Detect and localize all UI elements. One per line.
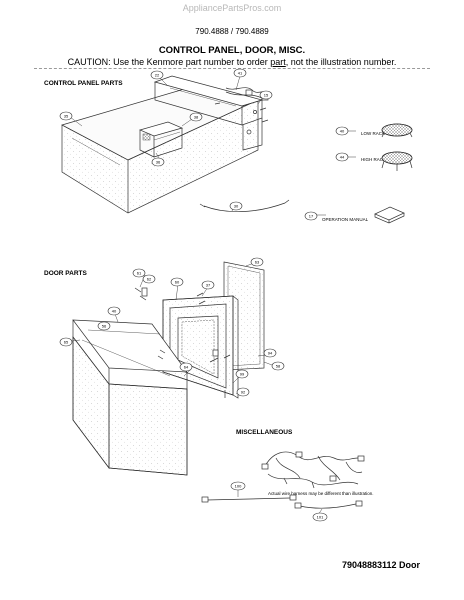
harness-note: Actual wire harness may be different tha… bbox=[268, 491, 374, 496]
callout-92: 92 bbox=[241, 390, 246, 395]
control-cable bbox=[199, 199, 290, 212]
callout-22: 22 bbox=[155, 73, 160, 78]
control-panel-front bbox=[61, 84, 260, 214]
callout-numbers: 22 41 15 35 38 36 30 40 44 17 63 61 62 6… bbox=[64, 71, 345, 520]
caution-note: CAUTION: Use the Kenmore part number to … bbox=[0, 57, 464, 67]
wire-harness bbox=[261, 451, 365, 489]
callout-30: 30 bbox=[234, 204, 239, 209]
callout-101: 101 bbox=[317, 515, 324, 520]
low-rack-label: LOW RACK bbox=[361, 131, 386, 136]
jumper-wire-100 bbox=[201, 494, 297, 503]
footer-part-id: 79048883112 Door bbox=[341, 560, 420, 570]
callout-40: 40 bbox=[112, 309, 117, 314]
callout-61: 61 bbox=[137, 271, 142, 276]
callout-56: 56 bbox=[102, 324, 107, 329]
callout-15: 15 bbox=[264, 93, 269, 98]
callout-bubbles bbox=[59, 68, 349, 522]
panel-screws bbox=[214, 102, 269, 123]
callout-62: 62 bbox=[147, 277, 152, 282]
caution-text-1: CAUTION: Use the Kenmore part number to … bbox=[67, 57, 271, 67]
caution-text-2: , not the illustration number. bbox=[285, 57, 397, 67]
watermark: AppliancePartsPros.com bbox=[182, 3, 282, 13]
callout-100: 100 bbox=[235, 484, 242, 489]
section-door: DOOR PARTS bbox=[44, 270, 87, 277]
diagram-title: CONTROL PANEL, DOOR, MISC. bbox=[158, 45, 306, 56]
high-rack-label: HIGH RACK bbox=[361, 157, 387, 162]
jumper-wire-101 bbox=[294, 500, 363, 509]
control-module bbox=[138, 121, 184, 158]
callout-38: 38 bbox=[194, 115, 199, 120]
callout-64: 64 bbox=[184, 365, 189, 370]
callout-99: 99 bbox=[240, 372, 245, 377]
manual-label: OPERATION MANUAL bbox=[322, 217, 369, 222]
callout-63: 63 bbox=[255, 260, 260, 265]
operation-manual bbox=[374, 206, 405, 224]
section-misc: MISCELLANEOUS bbox=[236, 429, 293, 436]
callout-manual: 17 bbox=[309, 214, 314, 219]
callout-60: 60 bbox=[175, 280, 180, 285]
callout-36: 36 bbox=[156, 160, 161, 165]
callout-low-rack: 40 bbox=[340, 129, 345, 134]
door-hardware bbox=[134, 287, 231, 398]
callout-41: 41 bbox=[238, 71, 243, 76]
callout-58: 58 bbox=[276, 364, 281, 369]
callout-high-rack: 44 bbox=[340, 155, 345, 160]
door-outer-panel bbox=[72, 319, 188, 476]
section-control-panel: CONTROL PANEL PARTS bbox=[44, 80, 123, 87]
high-rack bbox=[381, 151, 413, 171]
model-numbers: 790.4888 / 790.4889 bbox=[195, 27, 269, 36]
caution-part-word: part bbox=[270, 57, 286, 67]
callout-65: 65 bbox=[64, 340, 69, 345]
low-rack bbox=[381, 123, 413, 138]
callout-35: 35 bbox=[64, 114, 69, 119]
header-divider bbox=[34, 68, 430, 69]
door-inner-frame bbox=[162, 295, 239, 399]
callout-37: 37 bbox=[206, 283, 211, 288]
callout-94: 94 bbox=[268, 351, 273, 356]
